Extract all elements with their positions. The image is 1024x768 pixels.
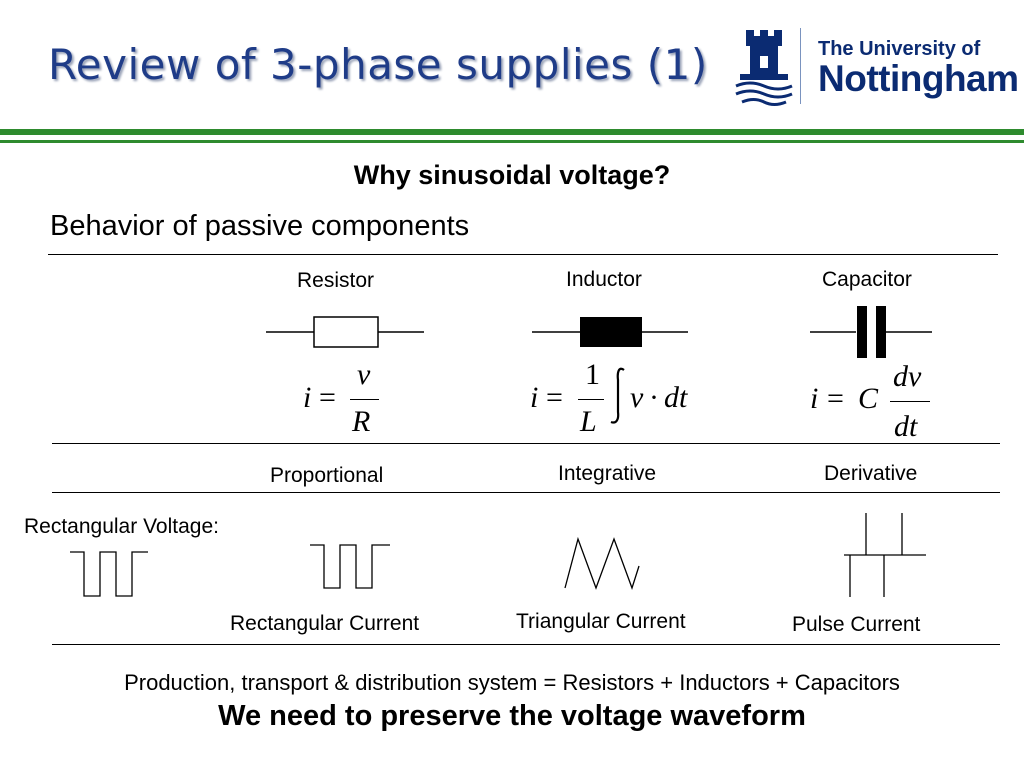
inductor-eq-lhs: i [530, 381, 539, 414]
component-name-capacitor: Capacitor [822, 268, 912, 291]
castle-crest-icon [735, 30, 793, 106]
capacitor-eq-coefficient: C [858, 382, 879, 415]
resistor-eq-sign: = [319, 381, 336, 414]
pulse-current-waveform [844, 513, 926, 597]
capacitor-eq-fraction-bar [890, 401, 930, 403]
behavior-resistor: Proportional [270, 464, 384, 487]
current-label-resistor: Rectangular Current [230, 612, 420, 635]
component-name-inductor: Inductor [566, 268, 642, 291]
resistor-eq-numerator: v [357, 358, 371, 391]
footer-statement: Production, transport & distribution sys… [124, 670, 900, 695]
section-subtitle: Behavior of passive components [50, 210, 470, 242]
resistor-eq-lhs: i [303, 381, 312, 414]
inductor-eq-dot: · [649, 381, 659, 414]
resistor-eq-denominator: R [352, 405, 371, 438]
logo-text-line1: The University of [818, 38, 981, 60]
university-logo: The University of Nottingham [732, 24, 1019, 108]
section-question: Why sinusoidal voltage? [353, 160, 671, 190]
integral-sign-icon [610, 367, 625, 424]
capacitor-symbol [810, 306, 932, 358]
rectangular-current-waveform [310, 544, 390, 589]
header-band-thin [0, 140, 1024, 143]
behavior-inductor: Integrative [558, 462, 657, 485]
inductor-eq-integrand: v [630, 381, 644, 414]
triangular-current-waveform [564, 536, 640, 591]
inductor-symbol [532, 317, 688, 347]
behavior-capacitor: Derivative [824, 462, 918, 485]
divider-waveforms [52, 644, 1000, 646]
capacitor-eq-numerator: dv [893, 360, 922, 393]
resistor-eq-fraction-bar [350, 399, 379, 401]
inductor-eq-sign: = [546, 381, 563, 414]
divider-top [48, 254, 998, 256]
capacitor-eq-lhs: i [810, 382, 819, 415]
divider-equations [52, 443, 1000, 445]
logo-divider [800, 28, 801, 104]
inductor-eq-denominator: L [580, 405, 597, 438]
inductor-eq-dt: dt [664, 381, 688, 414]
slide-title: Review of 3-phase supplies (1) [48, 40, 708, 89]
current-label-capacitor: Pulse Current [792, 613, 921, 636]
header-band-thick [0, 129, 1024, 135]
component-name-resistor: Resistor [297, 269, 375, 292]
rectangular-voltage-label: Rectangular Voltage: [24, 515, 219, 538]
divider-behavior [52, 492, 1000, 494]
current-label-inductor: Triangular Current [516, 610, 686, 633]
inductor-eq-numerator: 1 [585, 358, 600, 391]
footer-conclusion: We need to preserve the voltage waveform [218, 700, 806, 732]
logo-text-line2: Nottingham [818, 58, 1019, 99]
rectangular-voltage-waveform [70, 551, 148, 597]
capacitor-eq-sign: = [827, 382, 844, 415]
inductor-eq-fraction-bar [578, 399, 604, 401]
capacitor-eq-denominator: dt [894, 410, 918, 443]
resistor-symbol [266, 316, 424, 348]
